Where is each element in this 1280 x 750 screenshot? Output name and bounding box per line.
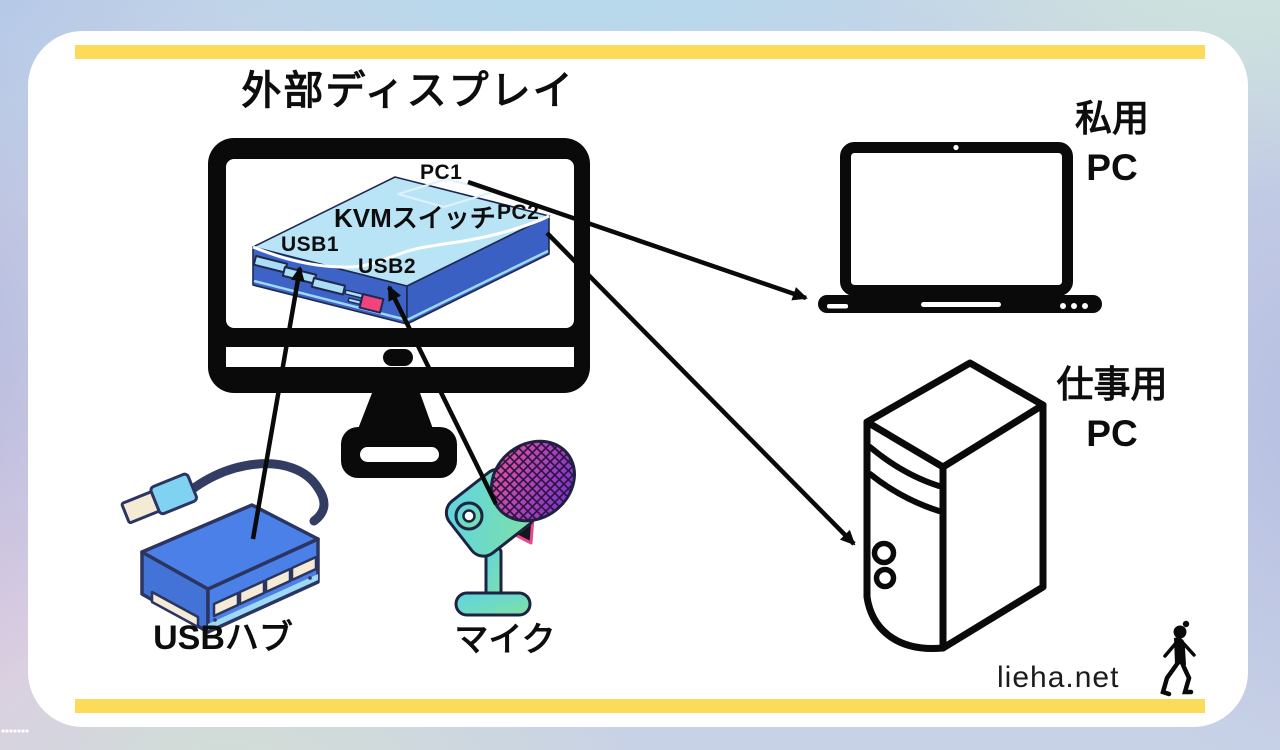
hub-face-top (140, 503, 320, 591)
kvm-switch-label: KVMスイッチ (334, 203, 496, 233)
monitor-stand-neck (358, 393, 433, 429)
tower-inner-edges (863, 401, 1047, 652)
tower-label-line1: 仕事用 (1056, 364, 1168, 405)
laptop-screen (840, 142, 1073, 296)
laptop-label-line2: PC (1086, 147, 1138, 188)
usb-hub-label: USBハブ (153, 619, 293, 657)
hub-screw-2 (308, 576, 312, 580)
mic-base (454, 591, 532, 617)
mic-head-mesh (491, 441, 575, 521)
decor-dots (1, 729, 29, 733)
hub-usb-connector (120, 472, 198, 525)
monitor-stand-slot (360, 447, 439, 462)
microphone-label: マイク (454, 621, 556, 659)
arrow-pc2-to-tower (545, 231, 856, 546)
tower-pc-illustration (863, 359, 1047, 652)
kvm-top-wave-highlight (252, 214, 550, 269)
hub-port-3 (264, 567, 292, 594)
person-arm-back (1163, 641, 1178, 658)
person-hair-bun (1182, 620, 1190, 628)
connection-arrows (250, 179, 856, 546)
person-leg-back (1180, 662, 1194, 695)
arrow-hub-to-usb1 (250, 266, 305, 540)
kvm-usb-slot-3 (310, 277, 347, 296)
kvm-port-label-pc2: PC2 (497, 201, 540, 224)
arrow-mic-to-usb2 (386, 285, 499, 505)
kvm-switch-illustration (252, 176, 550, 325)
hub-screw-1 (213, 618, 217, 622)
microphone-illustration (444, 439, 576, 617)
watermark-text: lieha.net (997, 661, 1120, 694)
top-accent-bar (75, 45, 1205, 59)
hub-plug-body (149, 472, 198, 516)
monitor-logo-pill (383, 349, 413, 366)
laptop-webcam (953, 144, 959, 151)
kvm-port-label-pc1: PC1 (420, 161, 463, 184)
laptop-dot-1 (1060, 303, 1066, 309)
hub-port-4 (290, 555, 318, 582)
hub-port-2 (238, 579, 266, 606)
usb-hub-illustration (120, 459, 329, 634)
person-leg-front (1160, 661, 1180, 697)
tower-label-line2: PC (1086, 413, 1138, 454)
tower-button-1 (871, 540, 897, 566)
laptop-illustration (818, 142, 1102, 313)
tower-label: 仕事用 PC (1043, 360, 1181, 458)
mic-head-group (490, 439, 576, 523)
mic-hinge-hole (462, 509, 476, 523)
person-arm-front (1182, 642, 1196, 657)
tower-outline (863, 359, 1047, 652)
laptop-dot-3 (1082, 303, 1088, 309)
diagram-title: 外部ディスプレイ (241, 69, 575, 113)
arrow-pc1-to-laptop (467, 179, 808, 301)
hub-port-1 (212, 591, 240, 618)
walking-person-icon (1160, 620, 1196, 697)
tower-vent-1 (867, 444, 942, 489)
laptop-trackpad (921, 302, 1001, 307)
hub-cable (173, 459, 329, 526)
laptop-label-line1: 私用 (1075, 98, 1149, 139)
laptop-dot-2 (1071, 303, 1077, 309)
person-head (1173, 625, 1187, 639)
tower-vent-2 (867, 471, 942, 514)
kvm-port-label-usb1: USB1 (281, 233, 340, 256)
tower-button-2 (873, 566, 897, 590)
kvm-switch-button (358, 293, 385, 314)
laptop-label: 私用 PC (1058, 94, 1166, 192)
bottom-accent-bar (75, 699, 1205, 713)
hub-front-lightstrip (208, 574, 318, 630)
kvm-port-label-usb2: USB2 (358, 255, 417, 278)
hub-left-slot (150, 590, 200, 629)
laptop-base-dash (827, 304, 848, 309)
